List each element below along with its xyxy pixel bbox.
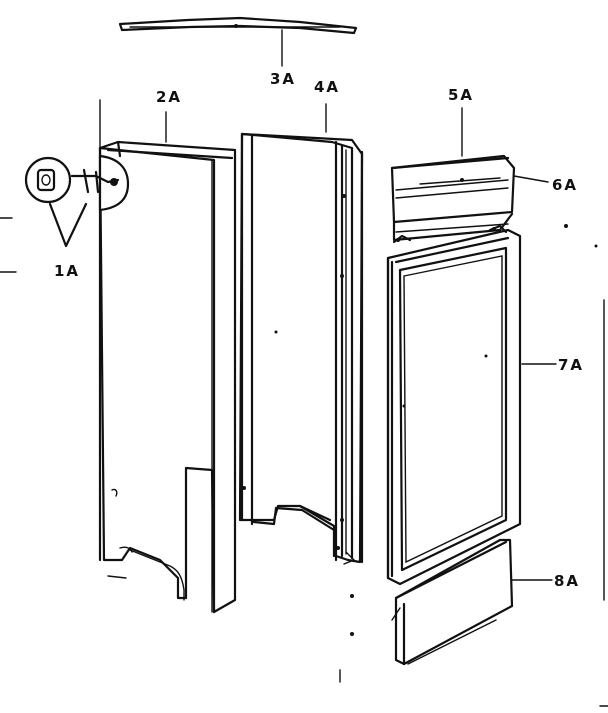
label-3a: 3A (270, 70, 296, 88)
part-3a-top-trim (118, 16, 358, 67)
label-8a: 8A (554, 572, 580, 590)
stray-marks (339, 244, 608, 707)
label-4a: 4A (314, 78, 340, 96)
part-7a-door (386, 224, 557, 586)
label-5a: 5A (448, 86, 474, 104)
part-1a-latch-detail (24, 154, 130, 248)
label-7a: 7A (558, 356, 584, 374)
part-5a-top-panel (390, 107, 568, 242)
label-2a: 2A (156, 88, 182, 106)
label-6a: 6A (552, 176, 578, 194)
part-8a-base-plate (391, 538, 553, 666)
part-2a-side-panel (98, 99, 237, 614)
part-4a-liner-frame (238, 103, 364, 565)
margin-ticks (0, 217, 17, 273)
label-1a: 1A (54, 262, 80, 280)
